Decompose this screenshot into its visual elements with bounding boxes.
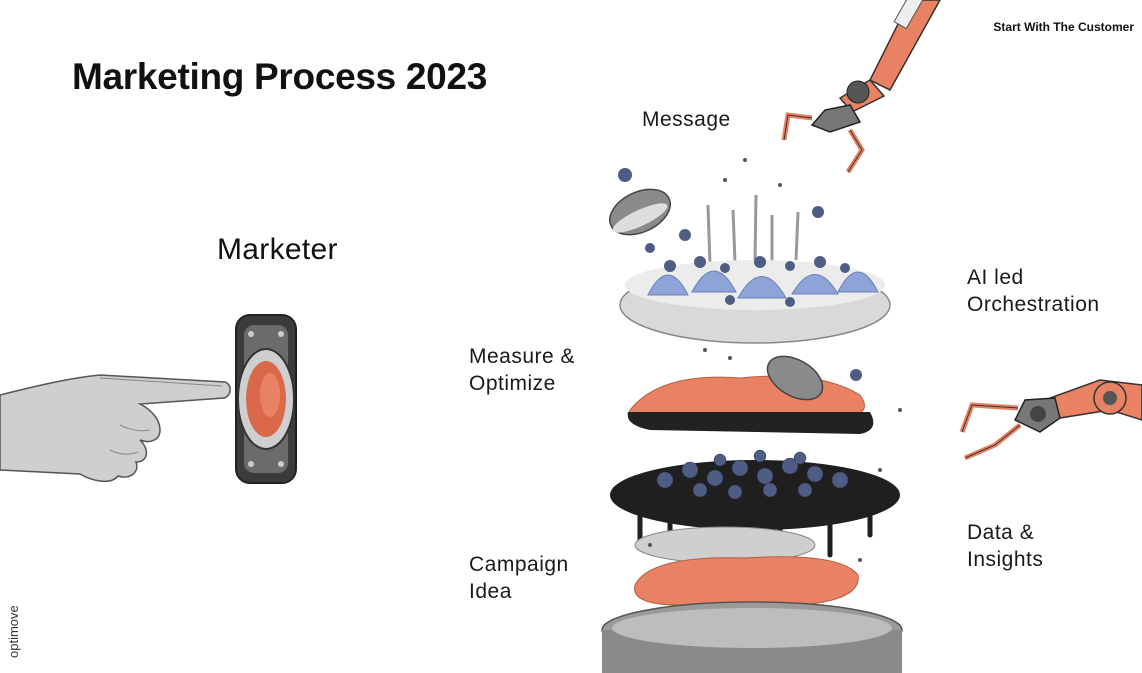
campaign-idea-line2: Idea bbox=[469, 580, 512, 603]
page-subtitle: Start With The Customer bbox=[993, 20, 1134, 34]
ai-orchestration-line2: Orchestration bbox=[967, 293, 1100, 316]
push-button-icon bbox=[235, 314, 297, 484]
macaron-icon bbox=[609, 188, 671, 236]
ai-orchestration-label: AI led Orchestration bbox=[967, 264, 1100, 318]
campaign-idea-line1: Campaign bbox=[469, 553, 569, 576]
marketer-label: Marketer bbox=[217, 233, 338, 266]
robot-arm-icon bbox=[959, 379, 1142, 461]
campaign-idea-label: Campaign Idea bbox=[469, 551, 569, 605]
brand-logo: optimove bbox=[6, 605, 21, 658]
measure-optimize-line2: Optimize bbox=[469, 372, 556, 395]
macaron-icon bbox=[766, 355, 824, 401]
data-insights-line1: Data & bbox=[967, 521, 1035, 544]
data-insights-label: Data & Insights bbox=[967, 519, 1043, 573]
page-title: Marketing Process 2023 bbox=[72, 56, 488, 97]
data-insights-line2: Insights bbox=[967, 548, 1044, 571]
measure-optimize-label: Measure & Optimize bbox=[469, 343, 575, 397]
measure-optimize-line1: Measure & bbox=[469, 345, 576, 368]
robot-arm-icon bbox=[781, 0, 941, 174]
hand-pointing-icon bbox=[0, 374, 231, 483]
message-label: Message bbox=[642, 108, 731, 131]
ai-orchestration-line1: AI led bbox=[967, 266, 1024, 289]
layered-cake-icon bbox=[601, 158, 903, 673]
